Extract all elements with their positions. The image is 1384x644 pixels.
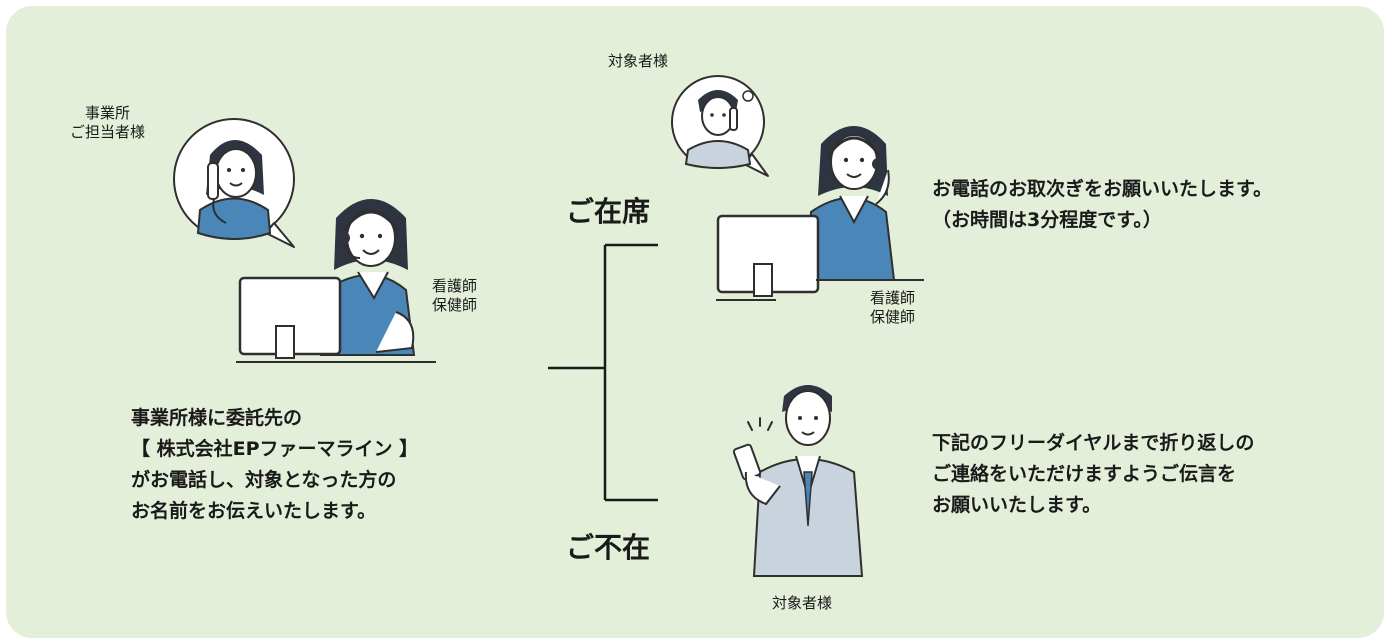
present-message-line-2: （お時間は3分程度です。） xyxy=(932,209,1162,231)
nurse-operator-left xyxy=(236,199,436,363)
present-heading: ご在席 xyxy=(566,195,651,228)
target-person-smartphone xyxy=(732,385,864,577)
left-description-line-3: がお電話し、対象となった方の xyxy=(131,469,397,491)
client-label-line-1: 事業所 xyxy=(85,104,131,122)
absent-message-line-3: お願いいたします。 xyxy=(932,494,1102,516)
client-speech-bubble xyxy=(173,118,295,248)
absent-message-line-1: 下記のフリーダイヤルまで折り返しの xyxy=(932,432,1255,454)
absent-message: 下記のフリーダイヤルまで折り返しの ご連絡をいただけますようご伝言を お願いいた… xyxy=(932,428,1254,521)
nurse-label-left: 看護師 保健師 xyxy=(432,277,477,315)
nurse-label-left-line-2: 保健師 xyxy=(432,296,478,314)
left-description: 事業所様に委託先の 【 株式会社EPファーマライン 】 がお電話し、対象となった… xyxy=(131,403,418,527)
absent-heading: ご不在 xyxy=(566,531,651,564)
nurse-label-left-line-1: 看護師 xyxy=(432,277,478,295)
target-speech-bubble xyxy=(671,75,769,177)
left-description-line-2: 【 株式会社EPファーマライン 】 xyxy=(131,438,419,460)
nurse-label-right-line-1: 看護師 xyxy=(870,289,916,307)
nurse-operator-right xyxy=(716,126,924,301)
nurse-label-right-line-2: 保健師 xyxy=(870,308,916,326)
absent-message-line-2: ご連絡をいただけますようご伝言を xyxy=(932,463,1237,485)
present-message: お電話のお取次ぎをお願いいたします。 （お時間は3分程度です。） xyxy=(932,174,1272,236)
present-target-label: 対象者様 xyxy=(608,52,669,70)
left-description-line-4: お名前をお伝えいたします。 xyxy=(131,500,377,522)
left-description-line-1: 事業所様に委託先の xyxy=(131,407,303,429)
nurse-label-right: 看護師 保健師 xyxy=(870,289,915,327)
client-label-line-2: ご担当者様 xyxy=(70,123,146,141)
client-label: 事業所 ご担当者様 xyxy=(70,104,145,142)
absent-target-label: 対象者様 xyxy=(772,594,833,612)
present-message-line-1: お電話のお取次ぎをお願いいたします。 xyxy=(932,178,1273,200)
